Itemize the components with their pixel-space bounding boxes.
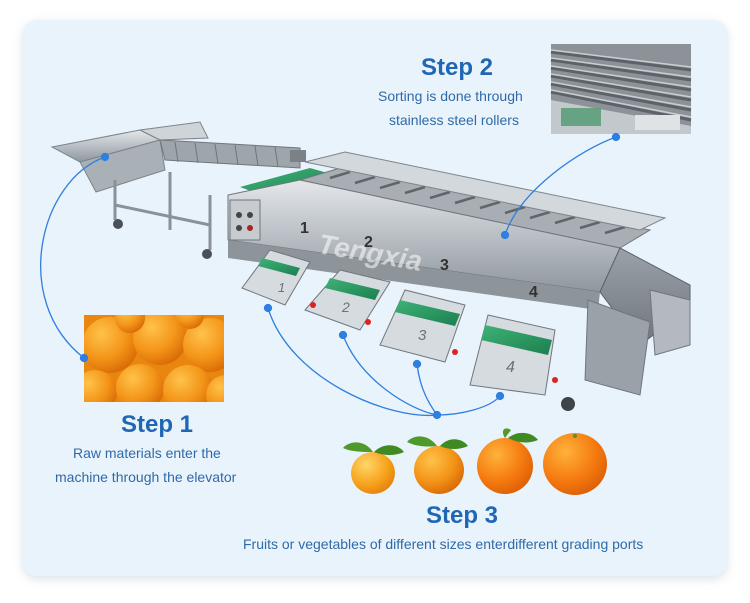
sorting-machine: 1 2 3 4 1 2 3 4 Tengxia	[227, 151, 691, 411]
port-number-2: 2	[364, 234, 373, 251]
port-number-4: 4	[529, 284, 538, 301]
tray-number-2: 2	[341, 299, 350, 315]
oranges-photo	[84, 315, 224, 402]
port-number-1: 1	[300, 220, 309, 237]
grading-trays	[241, 249, 558, 396]
step3-description: Fruits or vegetables of different sizes …	[243, 536, 644, 552]
tray-number-4: 4	[506, 359, 515, 376]
connector-lines	[40, 132, 621, 420]
step1-description-line2: machine through the elevator	[55, 469, 237, 485]
step1-title: Step 1	[121, 411, 194, 438]
elevator-section	[50, 121, 306, 259]
tray-number-3: 3	[418, 327, 427, 344]
step2-description-line2: stainless steel rollers	[389, 112, 519, 128]
step3-title: Step 3	[426, 502, 499, 529]
step1-description-line1: Raw materials enter the	[73, 445, 221, 461]
tray-number-1: 1	[278, 280, 285, 295]
port-number-3: 3	[440, 257, 449, 274]
step2-description-line1: Sorting is done through	[378, 88, 523, 104]
rollers-photo	[550, 44, 692, 134]
graded-oranges	[343, 428, 607, 495]
step2-title: Step 2	[421, 54, 494, 81]
